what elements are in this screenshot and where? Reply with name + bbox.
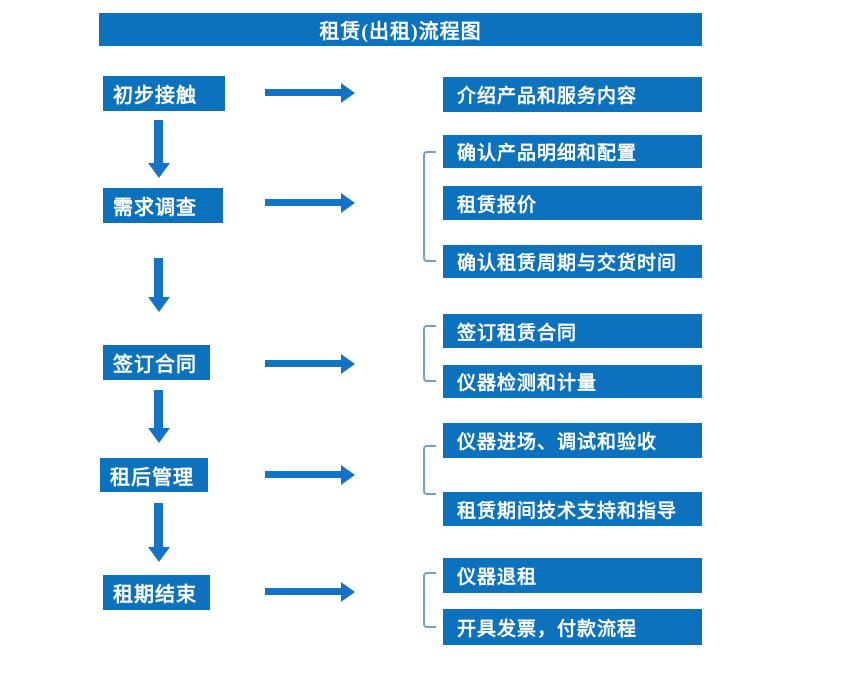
down-arrow-shaft [154, 390, 163, 428]
step-label-sign-contract: 签订合同 [113, 354, 197, 376]
detail-box-sign-rental-contract: 签订租赁合同 [443, 314, 702, 348]
step-label-initial-contact: 初步接触 [113, 85, 197, 107]
down-arrow-3 [148, 390, 170, 443]
detail-box-introduce-products: 介绍产品和服务内容 [443, 77, 702, 112]
step-box-initial-contact: 初步接触 [103, 76, 225, 111]
step-box-post-rental-management: 租后管理 [100, 458, 208, 492]
down-arrow-head-icon [148, 297, 170, 312]
detail-label-invoice-payment: 开具发票，付款流程 [457, 618, 638, 640]
flow-arrow-demand-survey [265, 193, 355, 213]
flow-arrow-shaft [265, 360, 342, 367]
detail-box-rental-quote: 租赁报价 [443, 186, 702, 220]
down-arrow-shaft [154, 258, 163, 297]
flow-arrow-shaft [265, 199, 342, 206]
down-arrow-shaft [154, 503, 163, 547]
bracket-rental-end-group [423, 572, 436, 628]
down-arrow-shaft [154, 120, 163, 163]
bracket-post-rental-group [423, 445, 436, 495]
flowchart-title-bar: 租赁(出租)流程图 [99, 13, 702, 46]
flow-arrow-shaft [265, 471, 342, 478]
detail-box-instrument-return: 仪器退租 [443, 558, 702, 593]
down-arrow-head-icon [148, 163, 170, 178]
detail-box-instrument-testing: 仪器检测和计量 [443, 365, 702, 398]
detail-label-instrument-testing: 仪器检测和计量 [457, 373, 598, 394]
flow-arrow-rental-end [265, 582, 355, 602]
detail-label-rental-quote: 租赁报价 [457, 194, 538, 216]
flow-arrow-shaft [265, 89, 342, 96]
flow-arrow-head-icon [341, 83, 355, 103]
bracket-sign-contract-group [423, 325, 436, 382]
detail-box-technical-support: 租赁期间技术支持和指导 [443, 492, 702, 526]
detail-box-confirm-product-details: 确认产品明细和配置 [443, 135, 702, 168]
detail-label-instrument-return: 仪器退租 [457, 567, 538, 588]
flow-arrow-sign-contract [265, 354, 355, 374]
step-box-demand-survey: 需求调查 [103, 188, 223, 223]
flow-arrow-post-rental-management [265, 465, 355, 485]
step-box-sign-contract: 签订合同 [103, 345, 210, 380]
detail-box-confirm-rental-period: 确认租赁周期与交货时间 [443, 245, 702, 278]
detail-label-confirm-product-details: 确认产品明细和配置 [457, 143, 638, 164]
step-label-demand-survey: 需求调查 [113, 197, 197, 219]
step-label-rental-end: 租期结束 [113, 584, 197, 606]
step-box-rental-end: 租期结束 [103, 575, 210, 610]
detail-label-introduce-products: 介绍产品和服务内容 [457, 86, 638, 107]
flow-arrow-shaft [265, 588, 342, 595]
flow-arrow-head-icon [341, 465, 355, 485]
detail-label-confirm-rental-period: 确认租赁周期与交货时间 [457, 253, 678, 274]
down-arrow-head-icon [148, 428, 170, 443]
detail-label-technical-support: 租赁期间技术支持和指导 [457, 500, 678, 522]
flow-arrow-head-icon [341, 193, 355, 213]
flow-arrow-head-icon [341, 354, 355, 374]
bracket-demand-survey-group [423, 151, 436, 262]
detail-label-instrument-setup: 仪器进场、调试和验收 [457, 432, 658, 453]
flow-arrow-initial-contact [265, 83, 355, 103]
detail-box-invoice-payment: 开具发票，付款流程 [443, 609, 702, 645]
step-label-post-rental-management: 租后管理 [110, 466, 194, 489]
down-arrow-1 [148, 120, 170, 178]
down-arrow-4 [148, 503, 170, 562]
down-arrow-head-icon [148, 547, 170, 562]
detail-box-instrument-setup: 仪器进场、调试和验收 [443, 423, 702, 458]
flowchart-title: 租赁(出租)流程图 [319, 21, 482, 43]
flow-arrow-head-icon [341, 582, 355, 602]
detail-label-sign-rental-contract: 签订租赁合同 [457, 322, 578, 344]
down-arrow-2 [148, 258, 170, 312]
